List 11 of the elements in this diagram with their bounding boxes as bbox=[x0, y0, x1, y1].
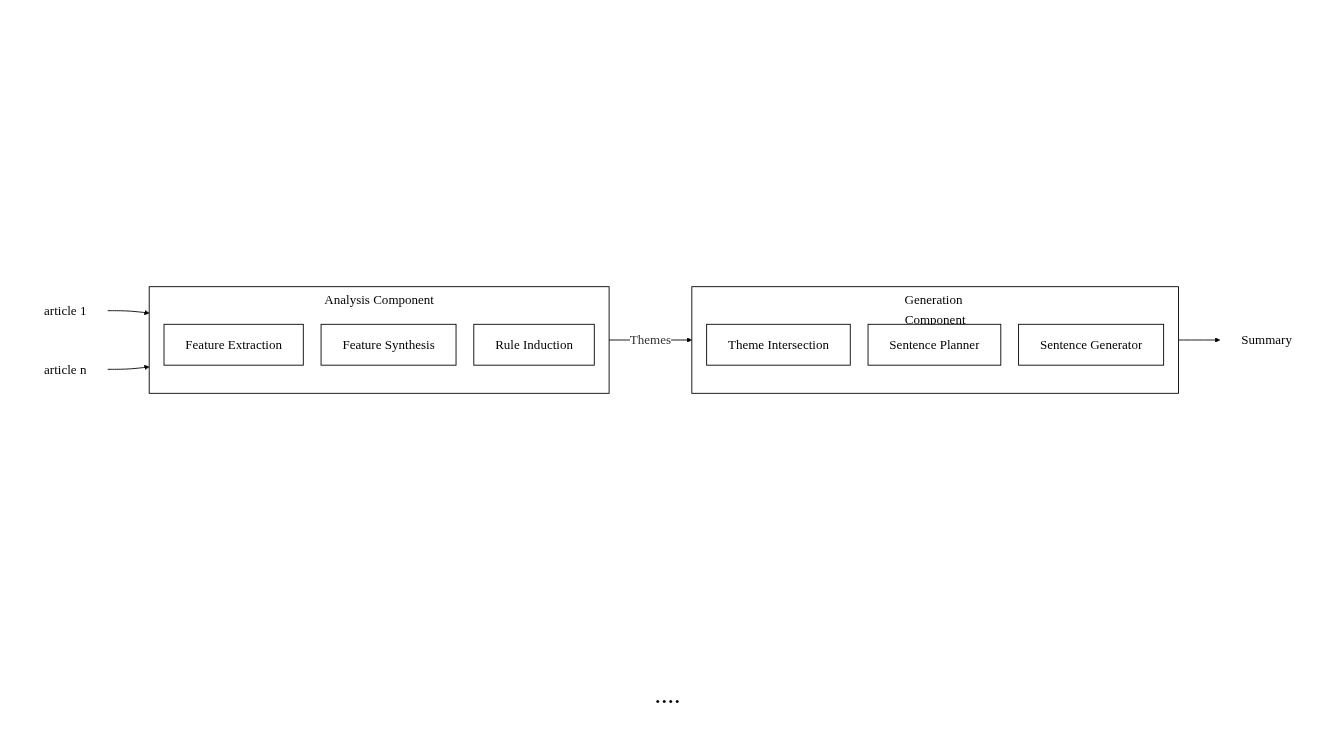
node-box: Rule Induction bbox=[472, 323, 595, 366]
node-box: Sentence Planner bbox=[867, 323, 1001, 366]
node-text: article 1 bbox=[43, 303, 86, 319]
node-box: Feature Extraction bbox=[163, 323, 304, 366]
ellipsis-label: .... bbox=[653, 680, 682, 710]
node-box: Sentence Generator bbox=[1017, 323, 1164, 366]
node-text: Summary bbox=[1240, 332, 1292, 348]
edge-label: Themes bbox=[629, 332, 671, 348]
node-text: article n bbox=[43, 361, 86, 377]
node-box: Theme Intersection bbox=[705, 323, 851, 366]
node-box: Feature Synthesis bbox=[320, 323, 456, 366]
